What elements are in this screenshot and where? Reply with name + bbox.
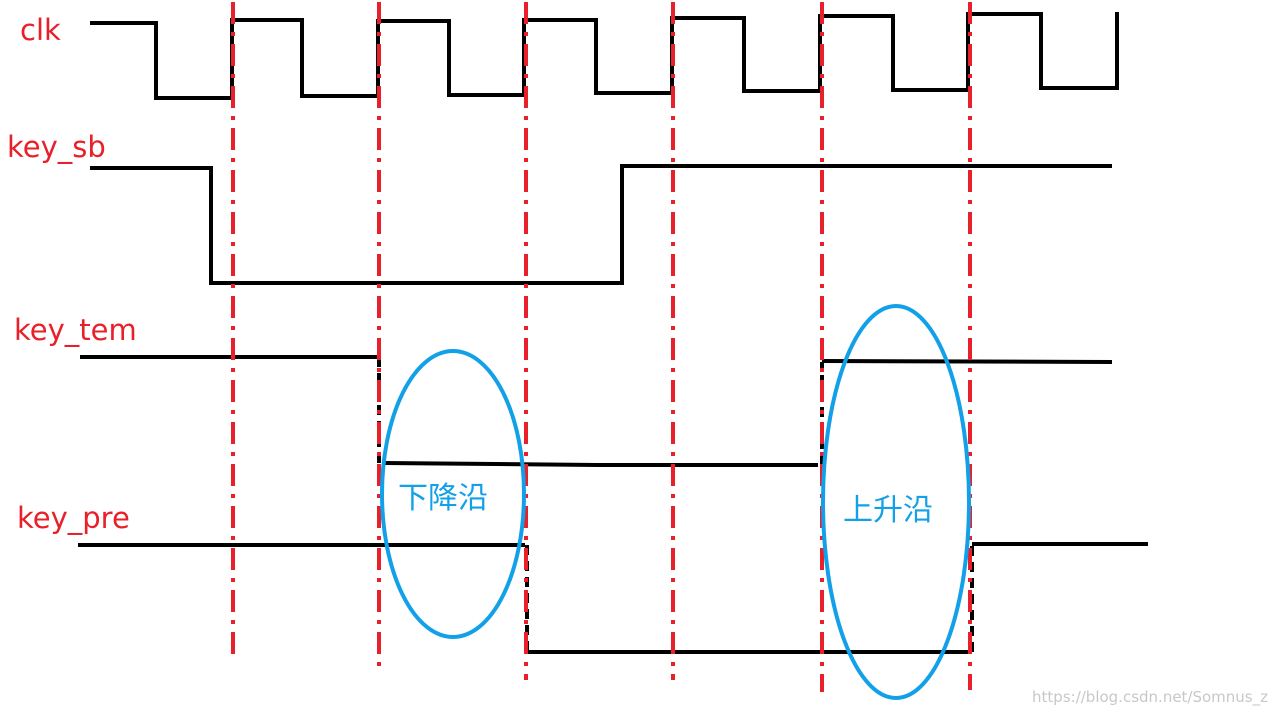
watermark-text: https://blog.csdn.net/Somnus_z [1032,688,1268,706]
falling-edge-highlight [380,349,526,639]
key-tem-high-right [821,359,1113,364]
signal-label-key-pre: key_pre [17,501,130,535]
falling-edge-label: 下降沿 [398,481,488,516]
rising-edge-label: 上升沿 [843,493,933,528]
key-tem-low [383,461,818,467]
signal-label-key-tem: key_tem [14,313,137,347]
signal-label-clk: clk [20,13,61,47]
signal-label-key-sb: key_sb [7,130,106,164]
key-sb-waveform [90,164,1112,285]
clk-waveform [90,12,1119,100]
clock-edge-markers [231,2,972,692]
rising-edge-highlight [821,304,971,700]
